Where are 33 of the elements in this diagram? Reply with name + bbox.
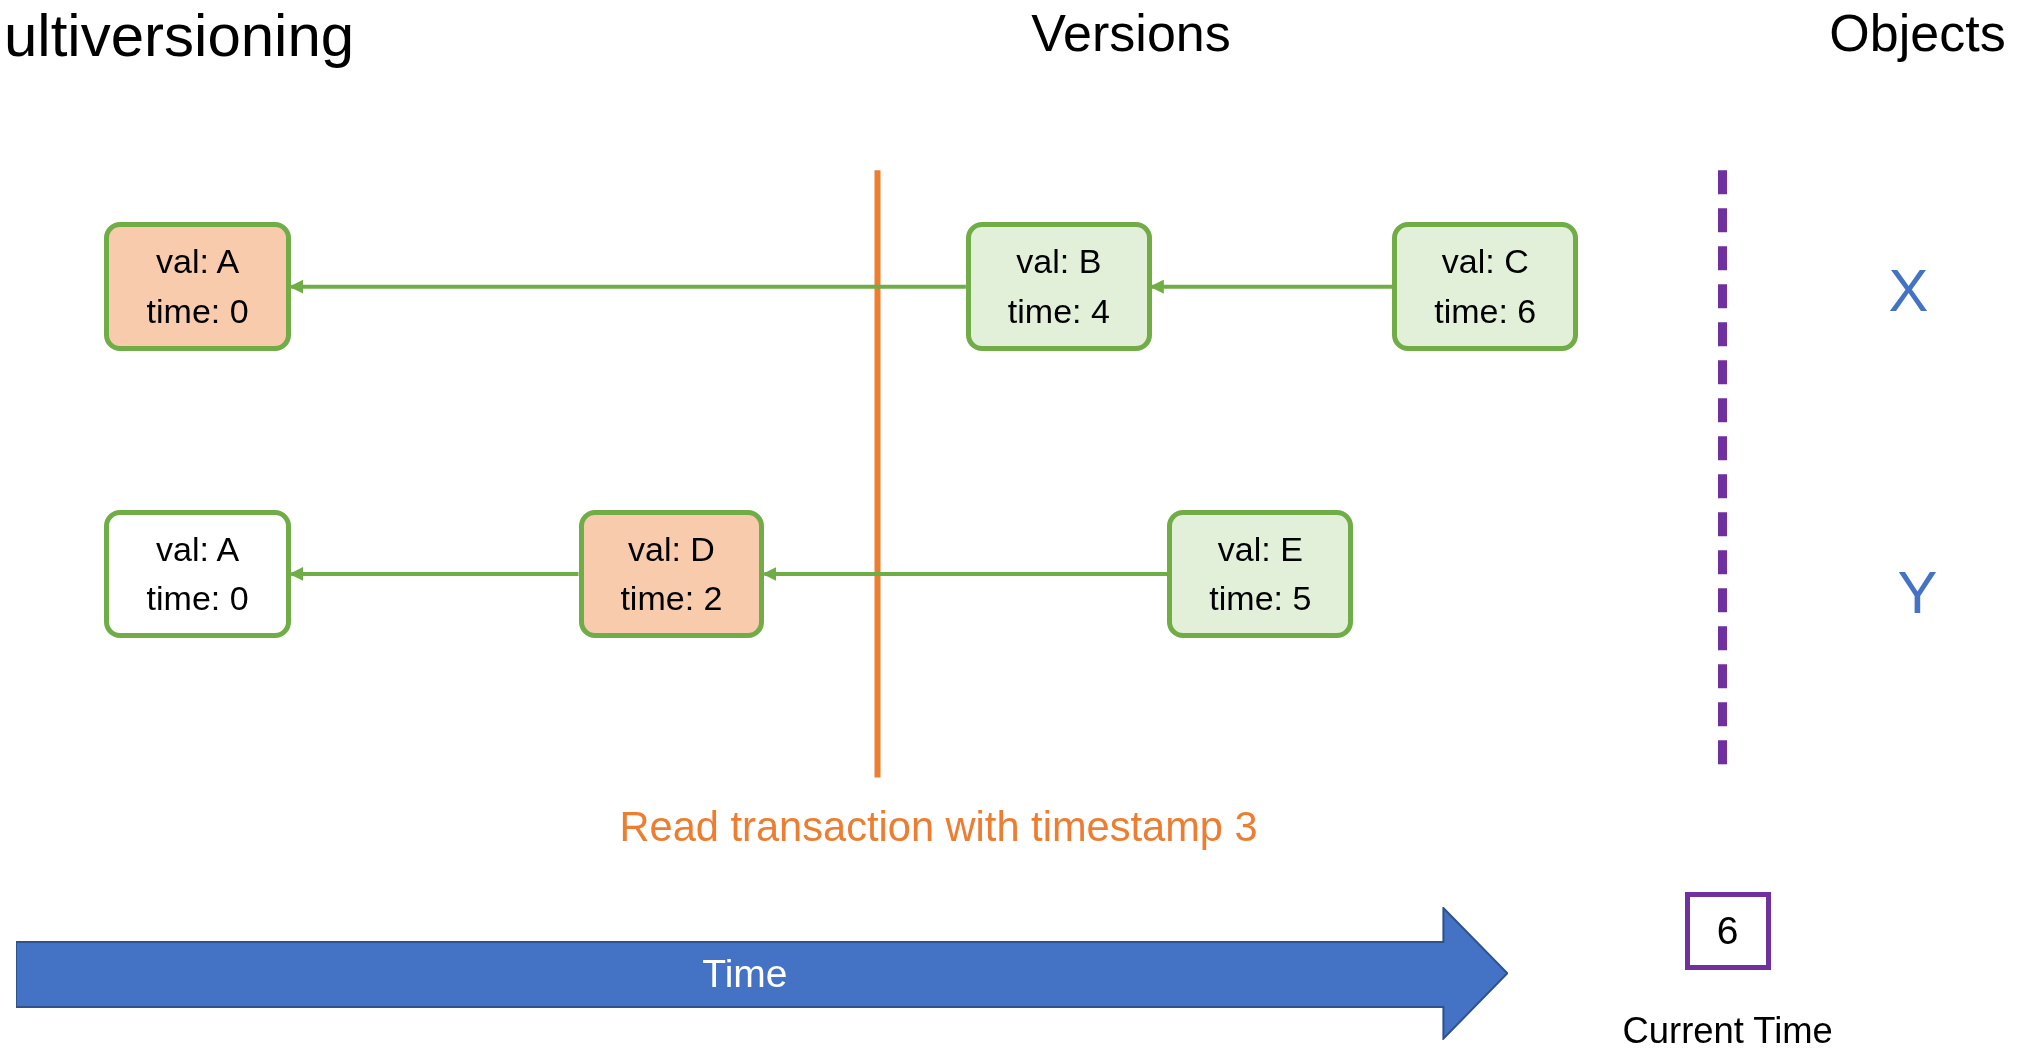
arrow (289, 566, 579, 581)
version-time: time: 6 (1434, 290, 1537, 332)
version-value: val: D (628, 528, 715, 570)
version-box (1392, 222, 1579, 351)
arrow (1149, 279, 1393, 294)
line-caption: Read transaction with timestamp 3 (619, 802, 1258, 851)
box-caption: Current Time (1622, 1009, 1833, 1052)
version-value: val: E (1217, 528, 1303, 570)
version-time: time: 0 (146, 577, 249, 619)
object-name: Y (1897, 557, 1938, 626)
version-box (104, 222, 292, 351)
version-box (1167, 509, 1354, 639)
version-value: val: A (156, 528, 240, 570)
object-name: X (1888, 255, 1929, 325)
version-time: time: 4 (1007, 290, 1110, 332)
arrow (289, 279, 966, 294)
version-time: time: 5 (1209, 577, 1312, 619)
time-arrow (15, 907, 1508, 1040)
version-box (104, 509, 292, 639)
version-box (965, 222, 1152, 351)
current-time-box (1684, 891, 1771, 970)
version-value: val: C (1441, 241, 1529, 283)
version-time: time: 0 (146, 290, 249, 332)
version-value: val: A (156, 241, 240, 283)
slide-title: ultiversioning (4, 1, 355, 71)
time-value: 6 (1716, 908, 1739, 953)
column-heading: Objects (1829, 2, 2006, 63)
column-heading: Versions (1031, 2, 1231, 63)
version-time: time: 2 (620, 577, 723, 619)
arrow (762, 566, 1168, 581)
arrow-label: Time (702, 951, 788, 996)
version-box (578, 509, 765, 639)
version-value: val: B (1016, 241, 1102, 283)
